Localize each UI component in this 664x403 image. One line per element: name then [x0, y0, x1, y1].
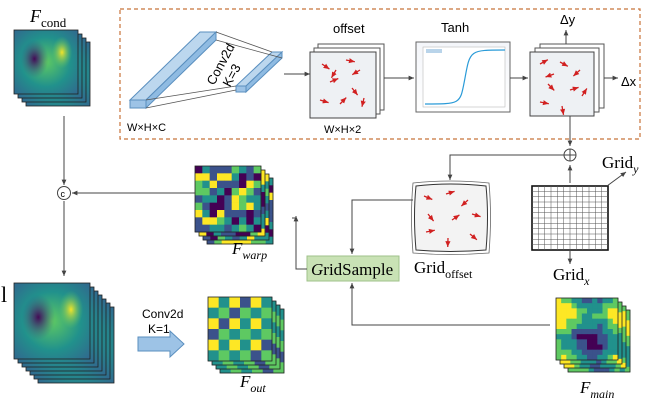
f-cond-label: Fcond — [29, 6, 67, 30]
f-main-label: Fmain — [579, 378, 614, 401]
offset-label: offset — [333, 21, 365, 36]
gridsample-label: GridSample — [311, 260, 393, 279]
add-node — [563, 148, 577, 162]
f-warp-label: Fwarp — [231, 239, 267, 262]
conv-k1-arrow — [137, 329, 185, 359]
concat-node — [57, 186, 71, 200]
concat-features-stack — [13, 282, 115, 384]
dx-label: Δx — [621, 74, 637, 89]
f-warp-stack — [194, 165, 274, 245]
dy-label: Δy — [560, 12, 576, 27]
regular-grid — [531, 185, 609, 251]
offset-module-box — [119, 8, 641, 140]
grid-y-label: Gridy — [602, 153, 639, 176]
gridsample-box — [306, 255, 400, 282]
delta-stack — [529, 30, 618, 117]
tanh-plot — [415, 41, 511, 113]
grid-x-label: Gridx — [553, 265, 590, 288]
tanh-label: Tanh — [441, 20, 469, 35]
whc-label: W×H×C — [127, 122, 166, 134]
wh2-label: W×H×2 — [324, 124, 361, 136]
conv-k3-block — [128, 30, 284, 110]
f-cond-stack — [13, 29, 91, 107]
grid-offset-box — [411, 180, 491, 255]
f-out-label: Fout — [239, 372, 266, 395]
f-out-stack — [207, 296, 285, 374]
grid-offset-label: Gridoffset — [414, 258, 473, 281]
left-edge-glyph: l — [1, 282, 7, 307]
concat-label: c — [61, 189, 66, 199]
offset-stack — [309, 43, 385, 119]
f-main-stack — [555, 297, 631, 373]
